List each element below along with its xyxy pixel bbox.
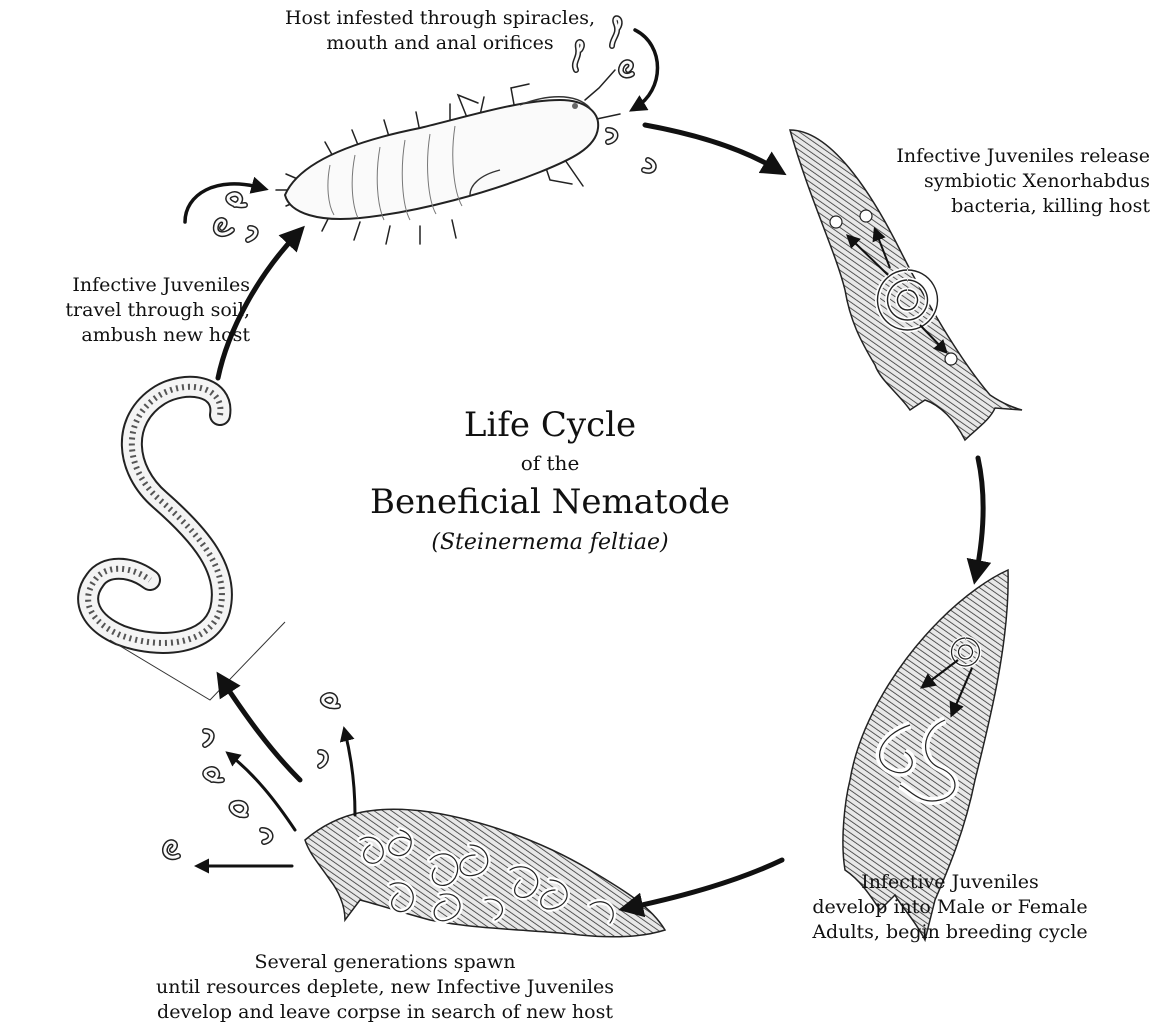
arrow-entry-top: [635, 30, 658, 108]
title-species: (Steinernema feltiae): [330, 526, 770, 560]
arrow-release-to-develop: [976, 458, 983, 575]
title-beneficial-nematode: Beneficial Nematode: [330, 478, 770, 526]
caption-infest: Host infested through spiracles, mouth a…: [255, 6, 625, 56]
arrow-infest-to-release: [645, 125, 778, 170]
caption-travel: Infective Juveniles travel through soil,…: [10, 273, 250, 348]
nematode-closeup-illustration: [88, 387, 285, 700]
caption-develop: Infective Juveniles develop into Male or…: [750, 870, 1150, 945]
host-larva-illustration: [276, 70, 620, 244]
spawning-host-illustration: [305, 809, 665, 937]
caption-spawn: Several generations spawn until resource…: [110, 950, 660, 1025]
arrow-exit-3: [345, 732, 355, 815]
title-life-cycle: Life Cycle: [330, 402, 770, 448]
arrow-entry-left: [185, 184, 262, 222]
title-of-the: of the: [330, 448, 770, 478]
diagram-title: Life Cycle of the Beneficial Nematode (S…: [330, 402, 770, 560]
arrow-spawn-to-nematode: [222, 680, 300, 780]
caption-release: Infective Juveniles release symbiotic Xe…: [800, 144, 1150, 219]
